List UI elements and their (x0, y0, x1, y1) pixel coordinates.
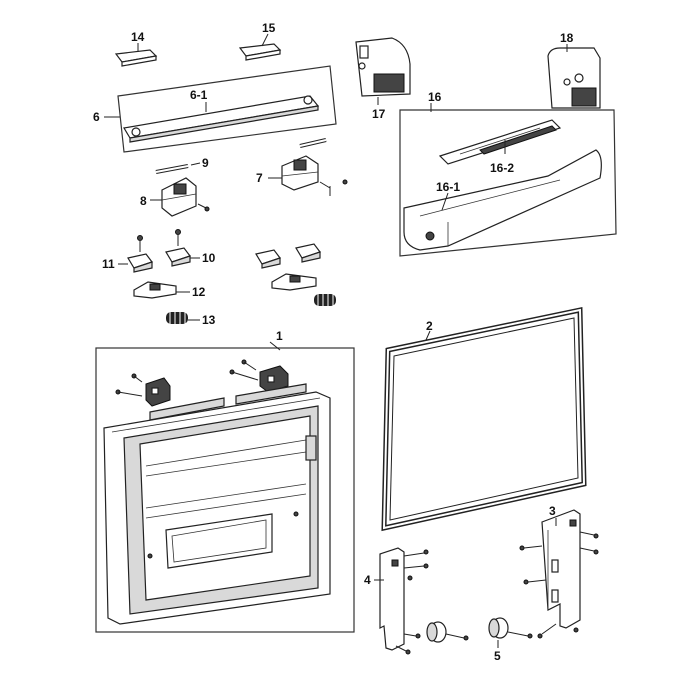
callout-4: 4 (364, 573, 371, 587)
callout-16-2: 16-2 (490, 161, 514, 175)
door-hinge-right (229, 359, 289, 393)
callout-11: 11 (102, 257, 115, 271)
part-5-roller-right (488, 617, 533, 639)
part-10-bracket (165, 229, 191, 267)
part-3-bracket (519, 509, 599, 639)
callout-16-1: 16-1 (436, 180, 460, 194)
callout-16: 16 (428, 90, 442, 104)
callout-7: 7 (256, 171, 263, 185)
callout-3: 3 (549, 504, 556, 518)
part-11-bracket (127, 235, 153, 273)
part-8-hinge (161, 177, 210, 217)
callout-10: 10 (202, 251, 216, 265)
hinge-pin-right (299, 138, 327, 148)
part-7-hinge (281, 155, 348, 196)
part-13-spring (166, 312, 188, 324)
part-14-cap (114, 43, 158, 67)
callout-14: 14 (131, 30, 145, 44)
part-16-1-door-bin (403, 149, 602, 251)
callout-1: 1 (276, 329, 283, 343)
callout-18: 18 (560, 31, 574, 45)
part-15-cap (238, 33, 282, 61)
part-16-box (399, 109, 617, 257)
part-4-bracket (379, 547, 429, 655)
door-assembly (103, 383, 331, 625)
part-6-box (117, 65, 337, 153)
callout-2: 2 (426, 319, 433, 333)
callout-15: 15 (262, 21, 276, 35)
callout-13: 13 (202, 313, 216, 327)
callout-6: 6 (93, 110, 100, 124)
part-9-hinge-pin (155, 162, 201, 174)
callout-9: 9 (202, 156, 209, 170)
part-17-cover (355, 37, 411, 97)
callout-17: 17 (372, 107, 386, 121)
part-6-1-hinge-cover (123, 95, 320, 143)
part-18-cover (547, 47, 601, 109)
callout-8: 8 (140, 194, 147, 208)
part-2-gasket (381, 306, 587, 532)
part-12-bracket (133, 281, 177, 299)
door-hinge-left (115, 373, 171, 407)
callout-5: 5 (494, 649, 501, 663)
part-1-box (95, 347, 355, 633)
callout-6-1: 6-1 (190, 88, 208, 102)
part-16-2-bin-cover (438, 119, 562, 165)
bracket-right (271, 273, 317, 291)
bracket-pair-right (255, 243, 321, 269)
callout-12: 12 (192, 285, 206, 299)
spring-right (314, 294, 336, 306)
part-5-roller-left (426, 621, 469, 643)
